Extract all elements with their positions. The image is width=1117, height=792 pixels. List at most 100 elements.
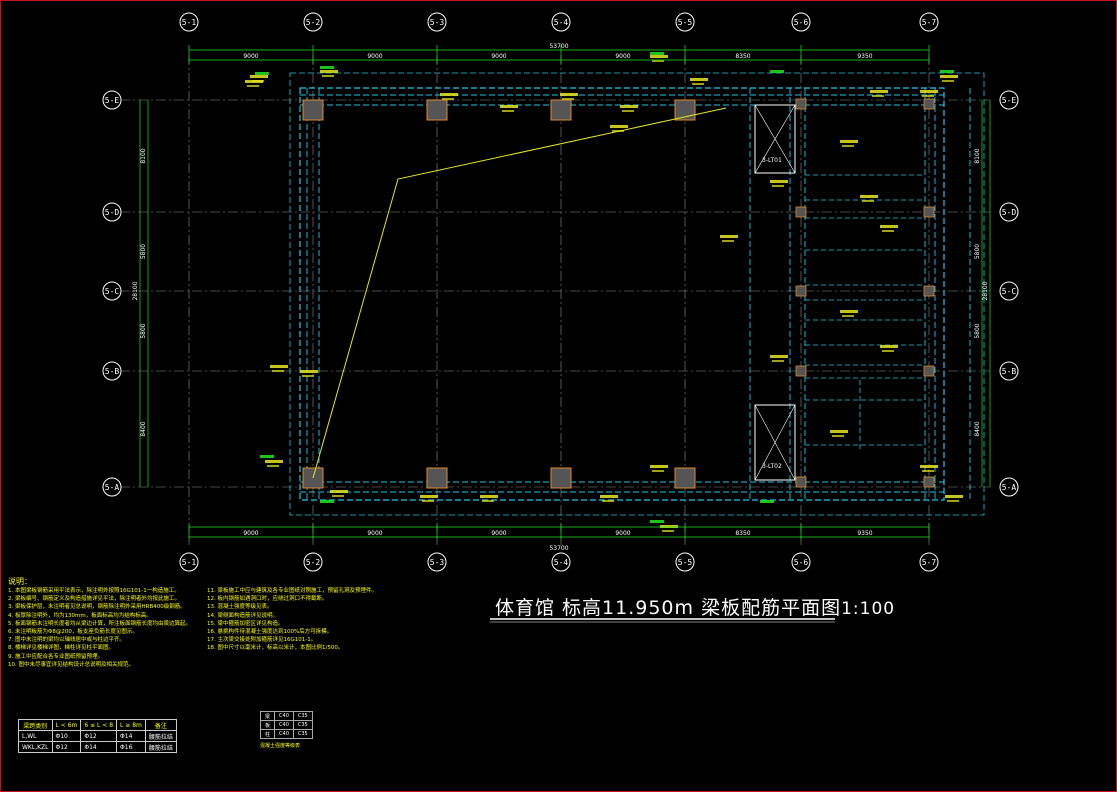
stair-label: 3-LT02 [762,463,782,470]
drawing-scale: 1:100 [841,599,896,619]
note-6: 6. 未注明板筋为Φ8@200，板支座负筋长度见图示。 [8,629,138,636]
rebar-annotation [660,525,678,528]
rebar-annotation [502,110,514,112]
note-5: 15. 梁中箍筋加密区详见构造。 [207,620,284,627]
dimension-label: 9000 [243,530,258,537]
rebar-annotation [562,98,574,100]
rebar-annotation [500,105,518,108]
concrete-cell: C35 [292,729,313,739]
rebar-annotation [272,370,284,372]
rebar-annotation [322,75,334,77]
outer-beam-outline [299,87,945,501]
grid-bubble [919,12,939,32]
leader-mark [760,500,774,503]
grid-bubble [303,12,323,32]
grid-bubble [999,477,1019,497]
rebar-annotation [250,75,268,78]
grid-bubble-label: 5-5 [678,558,693,567]
rebar-annotation [692,83,704,85]
grid-bubble-label: 5-D [105,208,120,217]
rebar-annotation [620,105,638,108]
rebar-header-2: 6 ≤ L < 8 [80,719,118,731]
concrete-cell: 柱 [259,729,276,739]
grid-bubble-label: 5-4 [554,558,569,567]
grid-bubble [551,12,571,32]
rebar-annotation [652,60,664,62]
rebar-annotation [882,350,894,352]
dimension-label: 8350 [735,53,750,60]
total-height-label: 28100 [982,281,989,300]
grid-bubble [102,202,122,222]
rebar-annotation [247,85,259,87]
rebar-annotation [440,93,458,96]
rebar-annotation [300,370,318,373]
column [550,467,572,489]
rebar-cell: Φ16 [116,741,146,753]
rebar-header-1: L < 6m [51,719,82,731]
grid-bubble-label: 5-3 [430,558,445,567]
note-4: 14. 梁侧面构造筋详见说明。 [207,612,278,619]
grid-bubble-label: 5-A [105,483,120,492]
rebar-annotation [330,490,348,493]
rebar-annotation [302,375,314,377]
grid-bubble-label: 5-C [1002,287,1017,296]
note-1: 1. 本图梁板钢筋采用平法表示，除注明外按照16G101-1一构造施工。 [8,588,180,594]
grid-bubble [427,552,447,572]
grid-bubble-label: 5-1 [182,558,197,567]
rebar-annotation [772,360,784,362]
rebar-annotation [602,500,614,502]
stair-box [754,104,796,174]
roof-truss-line [312,107,727,479]
grid-bubble-label: 5-D [1002,208,1017,217]
grid-bubble [179,12,199,32]
grid-bubble [102,90,122,110]
rebar-cell: Φ14 [80,741,118,753]
column [426,467,448,489]
notes-heading: 说明： [8,577,32,586]
grid-bubble [791,12,811,32]
grid-bubble [999,281,1019,301]
rebar-annotation [560,93,578,96]
column [550,99,572,121]
rebar-annotation [442,98,454,100]
note-8: 8. 楼梯详见楼梯详图，梯柱详见柱平面图。 [8,645,114,652]
rebar-annotation [830,430,848,433]
rebar-cell: Φ14 [116,730,146,742]
column [302,99,324,121]
rebar-annotation [920,465,938,468]
grid-bubble-label: 5-1 [182,18,197,27]
rebar-cell: L,WL [18,730,53,742]
stair-box [754,404,796,481]
total-width-label: 53700 [549,545,568,552]
dimension-label: 9000 [367,530,382,537]
dimension-label: 8100 [974,148,981,163]
rebar-header-0: 梁跨类别 [18,719,53,731]
rebar-annotation [422,500,434,502]
rebar-annotation [690,78,708,81]
rebar-header-4: 备注 [144,719,177,731]
note-5: 5. 板面钢筋未注明长度者均从梁边计算，所注板面钢筋长度均由梁边算起。 [8,620,191,627]
leader-mark [255,72,269,75]
note-3: 3. 梁板保护层，未注明者见总说明，钢筋除注明外采用HRB400级钢筋。 [8,604,186,611]
dimension-label: 8100 [140,148,147,163]
leader-mark [770,70,784,73]
note-2: 2. 梁板编号、钢筋定义及构造措施详见平法，除注明者外均按此施工。 [8,596,180,603]
grid-bubble [179,552,199,572]
concrete-cell: C35 [292,720,313,730]
column [923,365,935,377]
dimension-label: 9000 [615,53,630,60]
grid-bubble [551,552,571,572]
rebar-annotation [880,345,898,348]
rebar-annotation [840,310,858,313]
column [923,98,935,110]
grid-bubble-label: 5-2 [306,558,321,567]
note-6: 16. 悬挑构件待混凝土强度达到100%后方可拆模。 [207,629,333,636]
rebar-annotation [872,95,884,97]
column [674,99,696,121]
grid-bubble-label: 5-7 [922,18,937,27]
column [674,467,696,489]
grid-bubble-label: 5-A [1002,483,1017,492]
rebar-annotation [842,315,854,317]
